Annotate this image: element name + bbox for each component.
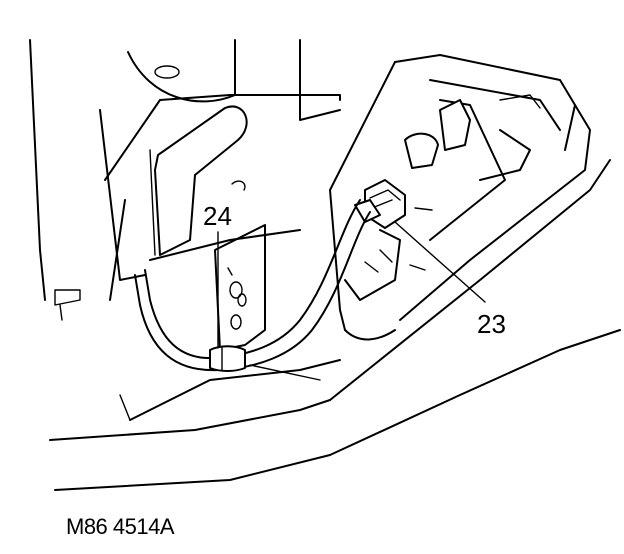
callout-label-24: 24 (203, 201, 232, 231)
callout-label-23: 23 (477, 309, 506, 339)
wiring-harness (134, 199, 371, 372)
figure-reference: M86 4514A (66, 514, 175, 539)
mounting-bracket (29, 39, 341, 321)
console-housing (329, 54, 611, 401)
leader-lines (217, 221, 486, 349)
mounting-plate (214, 180, 266, 351)
leader-line-23 (394, 221, 486, 303)
base-panel (49, 329, 621, 491)
connector-block (344, 99, 471, 301)
